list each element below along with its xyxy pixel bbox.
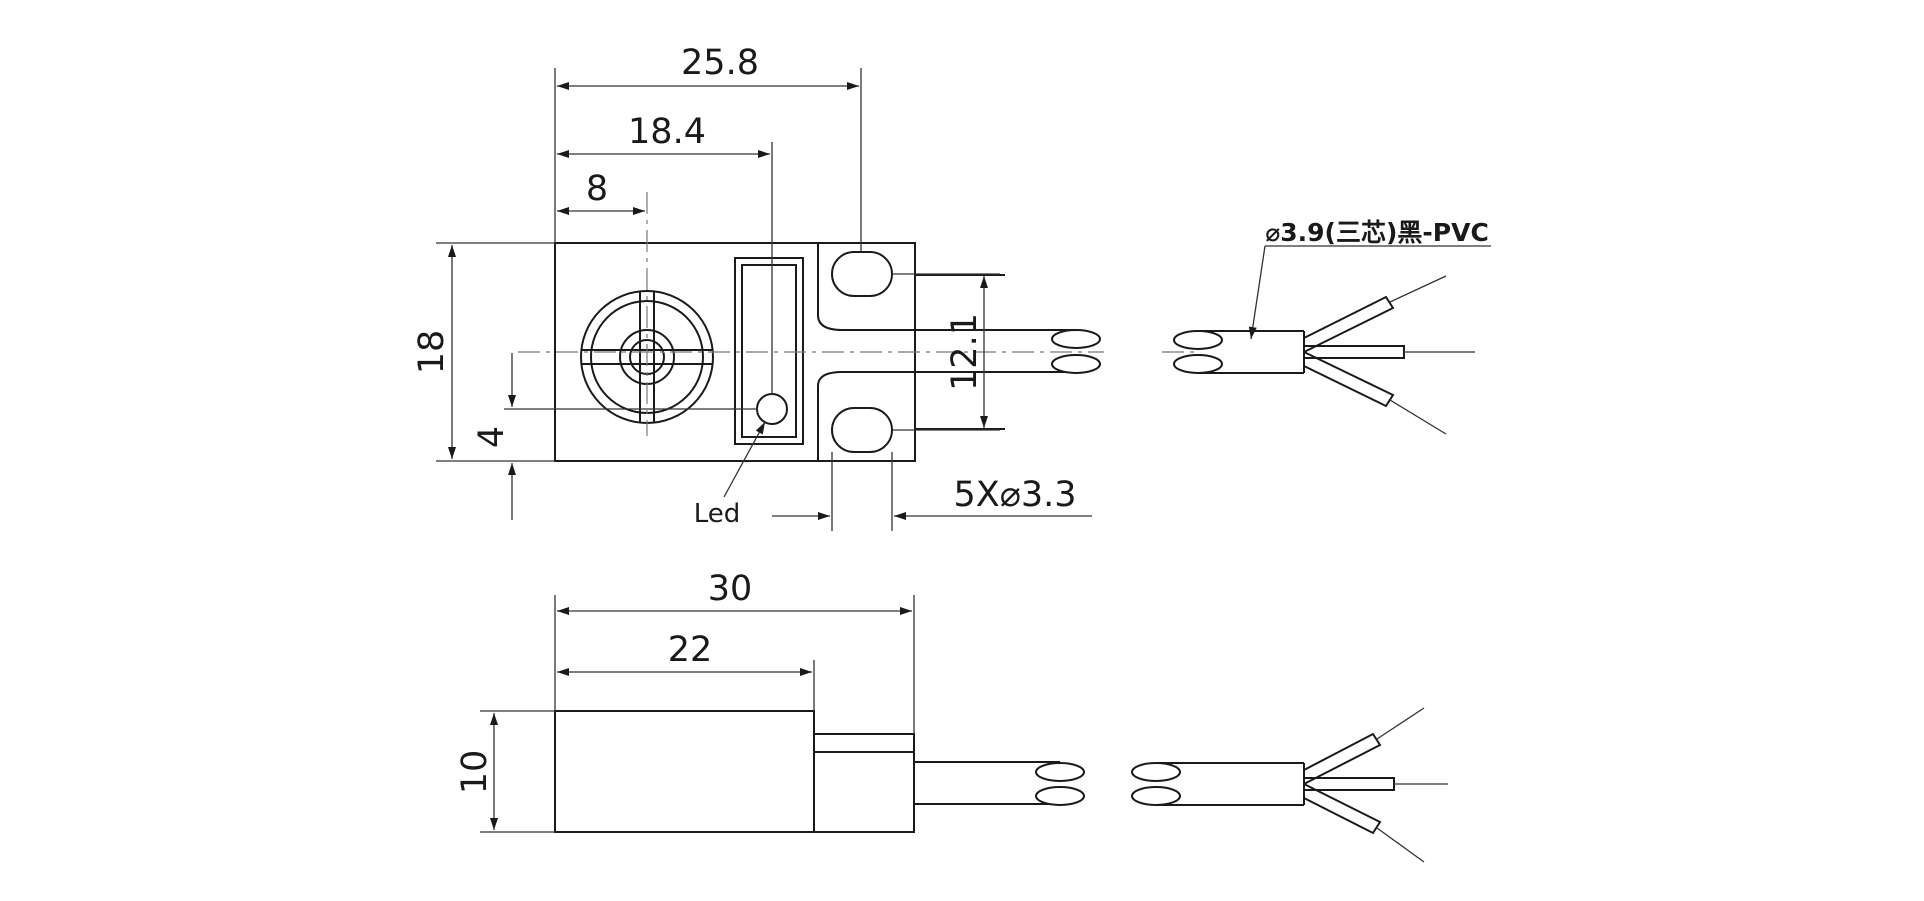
mounting-slot-top: [831, 251, 893, 297]
dimension-side-body: 22: [557, 630, 815, 711]
dimension-led-offset: 4: [472, 353, 758, 520]
dimension-width-total-value: 25.8: [681, 43, 759, 83]
cable-spec-label: ⌀3.9(三芯)黑-PVC: [1265, 218, 1489, 247]
cable-end-side: [1131, 707, 1448, 863]
mounting-slot-bottom: [831, 407, 893, 453]
led-callout: Led: [694, 421, 766, 529]
cable-break-side: [1035, 762, 1085, 806]
led-label: Led: [694, 499, 741, 529]
dimension-width-led: 18.4: [557, 112, 773, 395]
cable-end-front: [1162, 275, 1475, 435]
dimension-width-center: 8: [557, 169, 645, 215]
led-window: [734, 257, 804, 445]
side-body-outline: [554, 710, 815, 833]
dimension-height: 18: [412, 242, 555, 462]
cable-neck: [817, 243, 1076, 461]
dimension-thickness-value: 10: [455, 750, 495, 795]
dimension-width-led-value: 18.4: [628, 112, 706, 152]
side-view: [554, 710, 1085, 833]
dimension-side-length-value: 30: [708, 569, 753, 609]
dimension-height-value: 18: [412, 330, 452, 375]
dimension-hole-spec: 5X⌀3.3: [772, 452, 1092, 531]
dimension-led-offset-value: 4: [472, 426, 512, 448]
dimension-hole-pitch-value: 12.1: [945, 313, 985, 391]
side-neck: [813, 733, 915, 833]
dimension-side-body-value: 22: [668, 630, 713, 670]
dimension-thickness: 10: [455, 710, 555, 833]
dimension-width-total: 25.8: [554, 43, 862, 252]
dimension-hole-pitch: 12.1: [892, 273, 1000, 431]
front-view: [518, 192, 1104, 462]
dimension-width-center-value: 8: [586, 169, 608, 209]
led-indicator: [756, 393, 788, 425]
cable-break-front: [1051, 329, 1101, 374]
cable-spec-callout: ⌀3.9(三芯)黑-PVC: [1248, 218, 1491, 340]
dimension-side-length: 30: [554, 569, 915, 734]
dimension-hole-spec-value: 5X⌀3.3: [954, 475, 1077, 515]
